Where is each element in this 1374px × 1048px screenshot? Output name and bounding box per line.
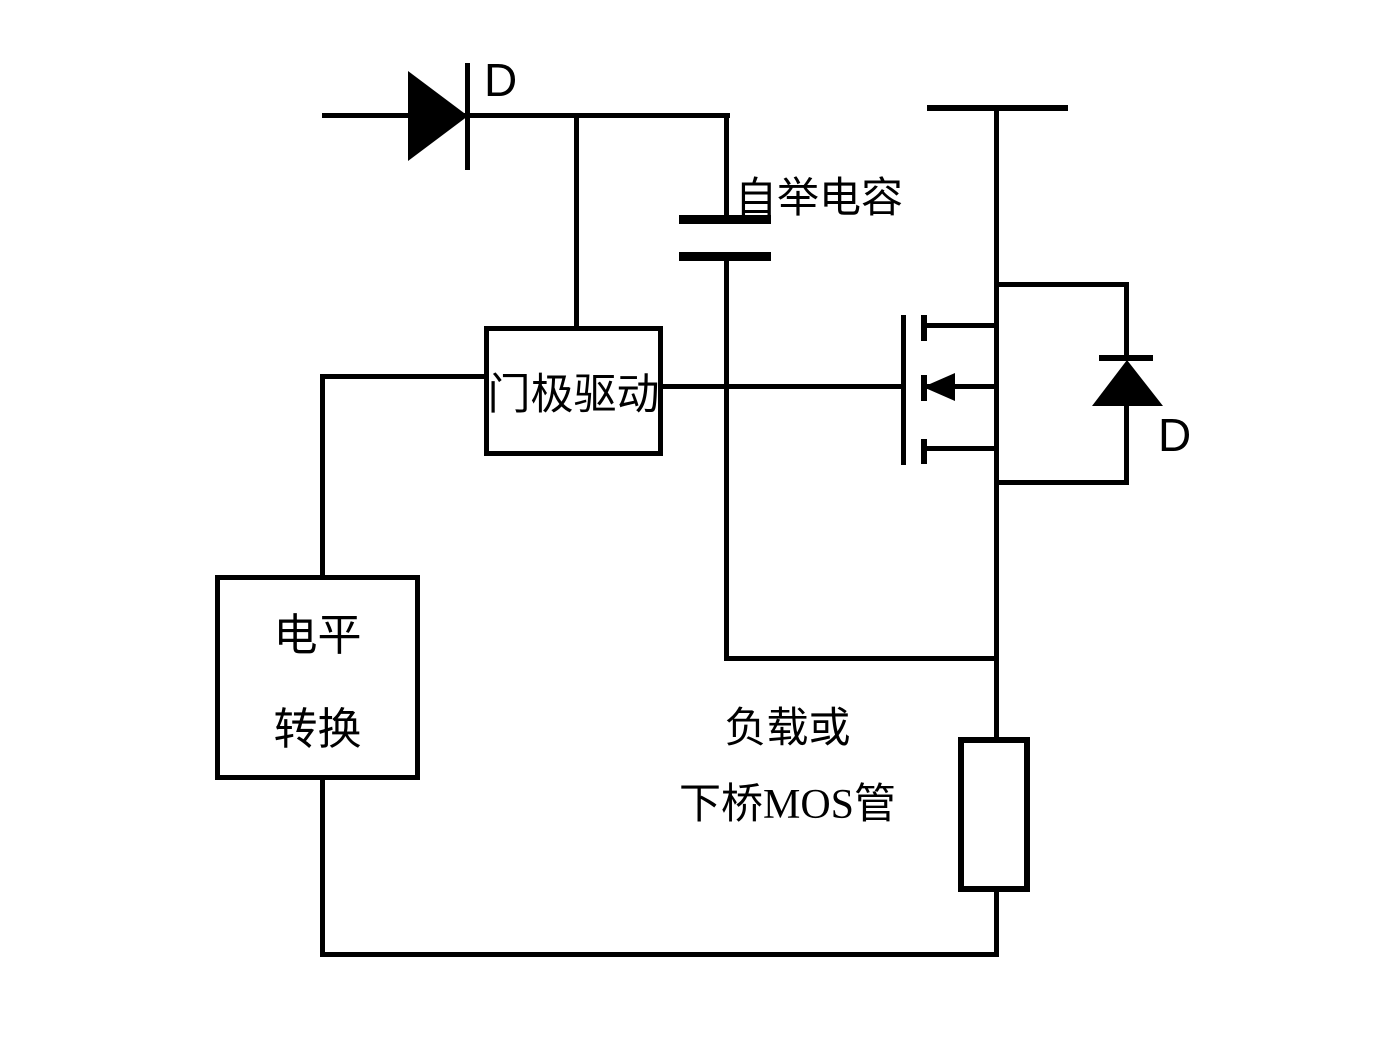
wire-source-node-branch — [724, 656, 999, 661]
gate-driver-box: 门极驱动 — [484, 326, 663, 456]
mosfet-channel-segment-bottom — [921, 439, 927, 464]
mosfet-drain-lead — [924, 323, 999, 328]
wire-gate-driver-output — [663, 384, 903, 389]
bootstrap-diode-label: D — [484, 54, 518, 106]
load-note: 负载或 下桥MOS管 — [645, 704, 930, 831]
wire-gate-driver-input — [322, 374, 484, 379]
wire-bus-below-resistor — [994, 890, 999, 955]
level-shifter-label-line2: 转换 — [273, 704, 362, 754]
wire-body-diode-riser-top — [1124, 282, 1129, 358]
bootstrap-diode-cathode-bar — [465, 63, 470, 170]
wire-capacitor-top-riser — [724, 116, 729, 219]
wire-bottom-return — [320, 952, 999, 957]
wire-body-diode-riser-bottom — [1124, 406, 1129, 485]
wire-main-bus — [994, 106, 999, 739]
wire-body-diode-top-branch — [996, 282, 1128, 287]
bootstrap-capacitor-label: 自举电容 — [735, 176, 904, 222]
load-resistor-box — [958, 737, 1030, 892]
body-diode-cathode-bar — [1099, 355, 1153, 361]
mosfet-body-lead — [924, 384, 999, 389]
mosfet-gate-bar — [901, 315, 906, 465]
capacitor-plate-top — [679, 215, 771, 224]
top-rail — [927, 105, 1068, 111]
body-diode-label: D — [1158, 409, 1192, 461]
wire-capacitor-bottom-riser — [724, 261, 729, 661]
wire-body-diode-bottom-branch — [996, 480, 1128, 485]
mosfet-channel-segment-top — [921, 315, 927, 341]
wire-level-shifter-riser — [320, 374, 325, 577]
level-shifter-box: 电平 转换 — [215, 575, 420, 780]
gate-driver-label: 门极驱动 — [487, 372, 660, 419]
mosfet-source-lead — [924, 446, 999, 451]
wire-level-shifter-drop — [320, 778, 325, 957]
wire-vcc-input — [322, 113, 730, 118]
capacitor-plate-bottom — [679, 252, 771, 261]
wire-gate-driver-supply-riser — [574, 116, 579, 329]
load-note-line1: 负载或 — [724, 706, 851, 752]
body-diode-icon — [1092, 360, 1163, 406]
load-note-line2: 下桥MOS管 — [678, 782, 897, 829]
level-shifter-label-line1: 电平 — [273, 610, 362, 660]
